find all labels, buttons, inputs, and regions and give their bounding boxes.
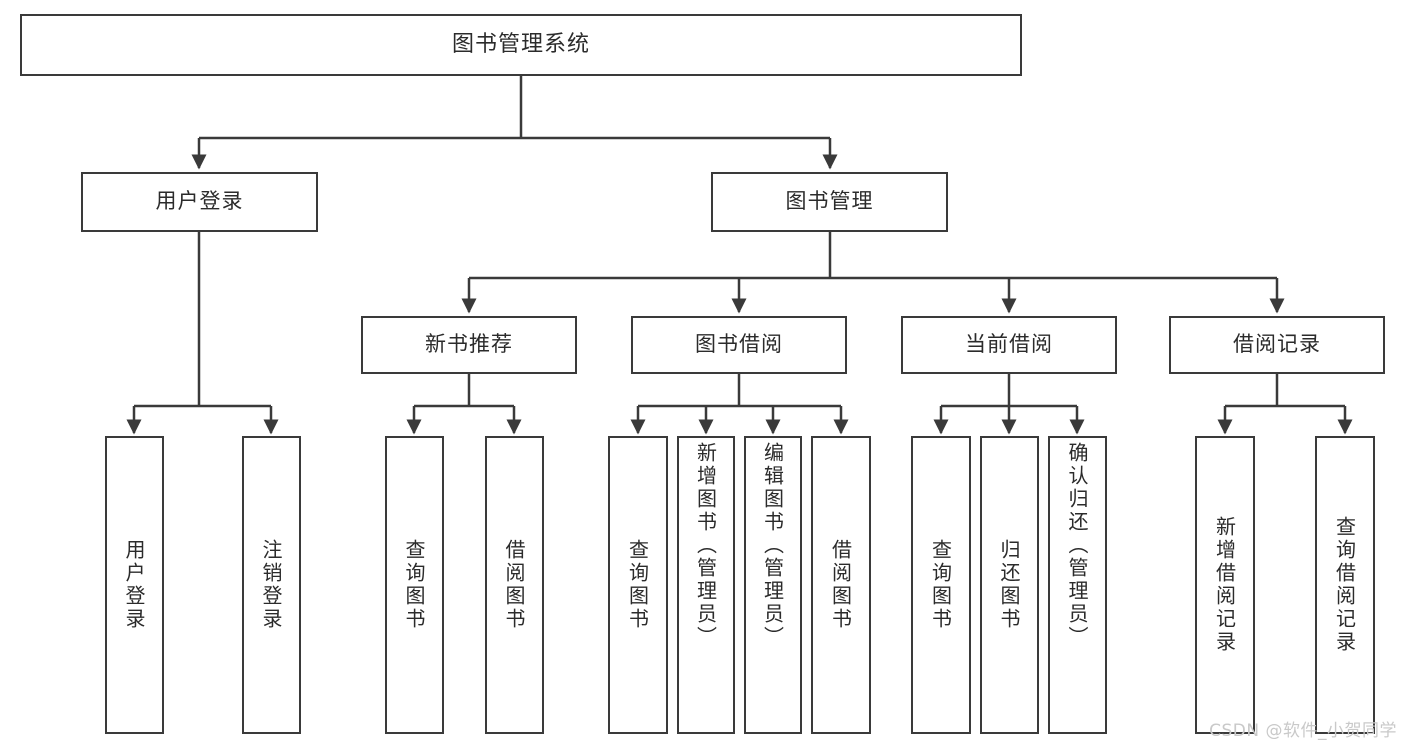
leaf-current-return-book[interactable]: 归还图书 <box>980 436 1039 734</box>
leaf-borrow-edit-book[interactable]: 编辑图书（管理员） <box>744 436 802 734</box>
watermark-text: CSDN @软件_小贺同学 <box>1209 721 1397 741</box>
node-book-borrow[interactable]: 图书借阅 <box>631 316 847 374</box>
leaf-borrow-borrow-book[interactable]: 借阅图书 <box>811 436 871 734</box>
node-current-borrow[interactable]: 当前借阅 <box>901 316 1117 374</box>
node-user-login[interactable]: 用户登录 <box>81 172 318 232</box>
node-new-book-recommend[interactable]: 新书推荐 <box>361 316 577 374</box>
node-book-management[interactable]: 图书管理 <box>711 172 948 232</box>
leaf-new-book-query[interactable]: 查询图书 <box>385 436 444 734</box>
leaf-new-book-borrow[interactable]: 借阅图书 <box>485 436 544 734</box>
node-root-system[interactable]: 图书管理系统 <box>20 14 1022 76</box>
leaf-record-add[interactable]: 新增借阅记录 <box>1195 436 1255 734</box>
leaf-user-login-login[interactable]: 用户登录 <box>105 436 164 734</box>
leaf-current-query-book[interactable]: 查询图书 <box>911 436 971 734</box>
node-borrow-records[interactable]: 借阅记录 <box>1169 316 1385 374</box>
leaf-record-query[interactable]: 查询借阅记录 <box>1315 436 1375 734</box>
leaf-user-login-logout[interactable]: 注销登录 <box>242 436 301 734</box>
leaf-borrow-query-book[interactable]: 查询图书 <box>608 436 668 734</box>
leaf-borrow-add-book[interactable]: 新增图书（管理员） <box>677 436 735 734</box>
leaf-current-confirm-return[interactable]: 确认归还（管理员） <box>1048 436 1107 734</box>
